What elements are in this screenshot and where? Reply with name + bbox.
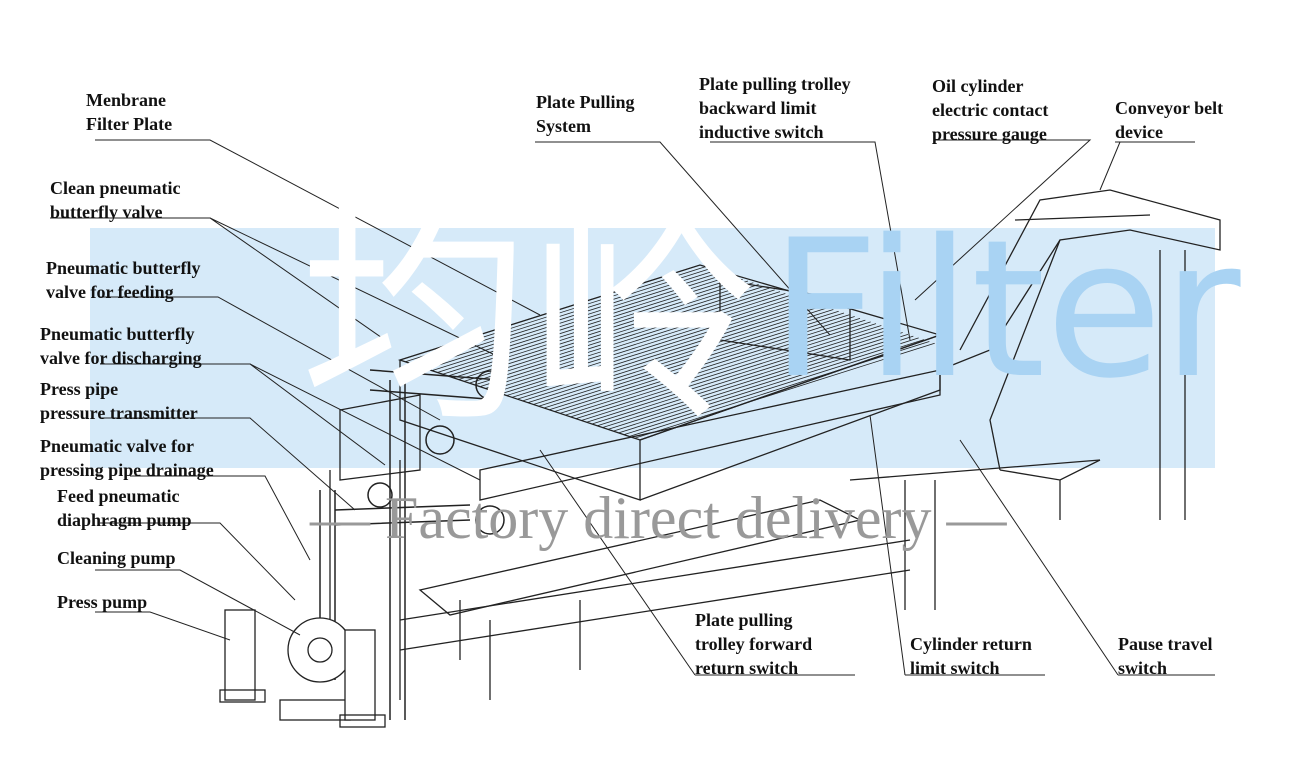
filter-plate xyxy=(458,284,759,380)
filter-plate xyxy=(581,325,882,421)
filter-plate xyxy=(634,342,935,439)
filter-plate xyxy=(543,312,845,409)
tail-plate xyxy=(719,279,851,361)
filter-plate xyxy=(522,305,823,402)
filter-plate xyxy=(495,296,797,393)
filter-plate xyxy=(527,307,829,404)
watermark-brand-en: Filter xyxy=(770,199,1241,420)
filter-plate xyxy=(474,289,775,386)
filter-plate xyxy=(613,335,914,432)
filter-plate xyxy=(463,285,765,382)
filter-plate xyxy=(501,298,802,395)
filter-plate xyxy=(591,328,893,425)
filter-plate xyxy=(442,278,743,375)
filter-plate xyxy=(410,268,711,364)
filter-plate xyxy=(490,294,791,391)
filter-plate xyxy=(447,280,749,377)
filter-plate xyxy=(618,337,919,434)
filter-plate xyxy=(575,323,877,420)
filter-plate xyxy=(485,293,786,389)
filter-plate xyxy=(570,321,871,418)
filter-plate xyxy=(602,332,903,428)
watermark-tagline: — Factory direct delivery — xyxy=(310,485,1007,551)
leader-lines xyxy=(50,139,1215,676)
watermark-band xyxy=(90,228,1215,468)
filter-plate xyxy=(421,271,722,368)
filter-plate xyxy=(554,316,855,412)
filter-plate xyxy=(415,269,717,366)
label-cleaning-pump: Cleaning pump xyxy=(57,548,176,568)
filter-plate xyxy=(538,310,839,407)
filter-plate xyxy=(559,317,861,414)
pipework xyxy=(319,369,505,720)
filter-plate xyxy=(597,330,898,427)
filter-plate xyxy=(565,319,866,416)
drip-tray xyxy=(418,499,862,616)
conveyor-belt xyxy=(939,189,1221,481)
filter-plate xyxy=(431,275,733,372)
filter-plate xyxy=(549,314,850,411)
filter-plate xyxy=(629,341,930,437)
filter-plate xyxy=(623,339,925,436)
filter-plate xyxy=(437,277,738,373)
watermark-brand-cn: 均岭 xyxy=(300,186,761,453)
filter-plate xyxy=(511,301,813,398)
filter-plate xyxy=(517,303,818,400)
label-press-pump: Press pump xyxy=(57,592,148,612)
filter-plate xyxy=(533,309,834,405)
filter-plate xyxy=(469,287,770,384)
filter-plate xyxy=(586,326,887,423)
filter-plate xyxy=(506,300,807,396)
head-plate xyxy=(339,394,421,481)
filter-plate xyxy=(453,282,754,379)
filter-plate xyxy=(399,264,701,361)
filter-plate xyxy=(405,266,706,363)
pumps xyxy=(219,609,386,728)
filter-plate xyxy=(426,273,727,370)
side-beam xyxy=(479,369,941,501)
filter-plate xyxy=(479,291,781,388)
filter-plate xyxy=(607,333,909,430)
